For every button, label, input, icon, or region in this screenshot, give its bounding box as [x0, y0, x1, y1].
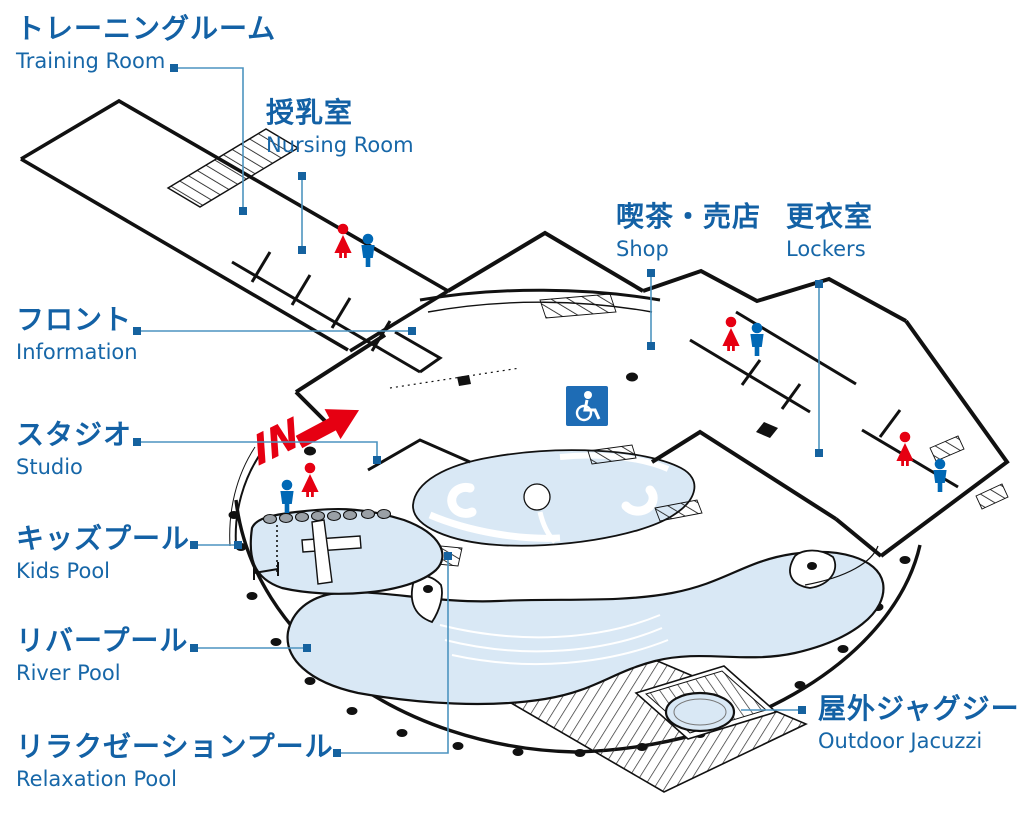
leader-squares	[133, 64, 823, 757]
label-shop: 喫茶・売店 Shop	[616, 200, 762, 262]
label-information-en: Information	[16, 340, 138, 365]
restroom-icons-right	[896, 431, 947, 492]
label-lockers-en: Lockers	[786, 237, 866, 262]
restroom-icons-poolside	[280, 462, 319, 513]
label-lockers: 更衣室 Lockers	[786, 200, 874, 262]
label-river-pool: リバープール River Pool	[16, 624, 189, 686]
wheelchair-icon	[566, 386, 608, 426]
label-relaxation-pool-jp: リラクゼーションプール	[16, 730, 334, 763]
label-kids-pool-en: Kids Pool	[16, 559, 110, 584]
label-kids-pool: キッズプール Kids Pool	[16, 522, 191, 584]
label-shop-jp: 喫茶・売店	[616, 200, 762, 233]
leader-lines	[141, 67, 820, 754]
label-outdoor-jacuzzi: 屋外ジャグジー Outdoor Jacuzzi	[818, 692, 1020, 754]
label-nursing-room-en: Nursing Room	[266, 133, 414, 158]
label-lockers-jp: 更衣室	[786, 200, 874, 233]
central-hall	[294, 230, 907, 472]
kids-pool-shape	[249, 507, 444, 595]
label-river-pool-en: River Pool	[16, 661, 121, 686]
label-outdoor-jacuzzi-jp: 屋外ジャグジー	[818, 692, 1020, 725]
label-training-room: トレーニングルーム Training Room	[16, 12, 277, 74]
label-studio-en: Studio	[16, 455, 83, 480]
river-pool-shape	[286, 545, 885, 706]
label-relaxation-pool: リラクゼーションプール Relaxation Pool	[16, 730, 334, 792]
label-nursing-room-jp: 授乳室	[266, 96, 354, 129]
kids-pool-floats	[262, 508, 392, 525]
label-outdoor-jacuzzi-en: Outdoor Jacuzzi	[818, 729, 983, 754]
label-studio-jp: スタジオ	[16, 418, 133, 451]
label-training-room-jp: トレーニングルーム	[16, 12, 277, 45]
entrance-arrow	[295, 409, 360, 449]
label-training-room-en: Training Room	[16, 49, 166, 74]
label-kids-pool-jp: キッズプール	[16, 522, 191, 555]
label-river-pool-jp: リバープール	[16, 624, 189, 657]
outdoor-jacuzzi-pool	[664, 691, 736, 733]
label-information-jp: フロント	[16, 303, 133, 336]
right-wing	[650, 310, 1010, 558]
label-information: フロント Information	[16, 303, 138, 365]
label-nursing-room: 授乳室 Nursing Room	[266, 96, 414, 158]
label-studio: スタジオ Studio	[16, 418, 133, 480]
wing-rooms	[231, 251, 443, 374]
kids-pool-toy	[253, 562, 279, 580]
restroom-icons-center	[722, 316, 764, 356]
label-relaxation-pool-en: Relaxation Pool	[16, 767, 177, 792]
label-shop-en: Shop	[616, 237, 669, 262]
restroom-icons-nursing	[334, 223, 375, 267]
